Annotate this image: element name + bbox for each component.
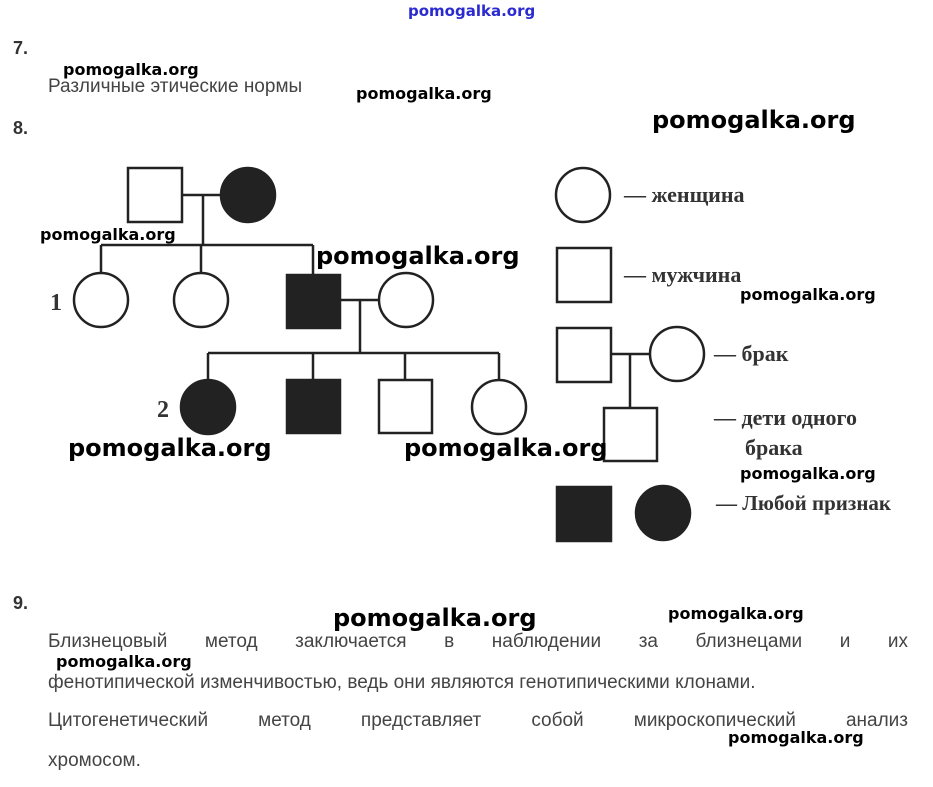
legend-female-label: — женщина [623, 182, 745, 207]
watermark: pomogalka.org [68, 434, 272, 462]
question-8-number: 8. [13, 118, 29, 138]
individual-label: 2 [157, 397, 169, 423]
legend-children-label-2: брака [745, 435, 803, 460]
legend-marriage-male [555, 326, 613, 384]
legend-male-label: — мужчина [623, 262, 741, 287]
watermark: pomogalka.org [404, 434, 608, 462]
legend-child-symbol [602, 406, 659, 463]
watermark: pomogalka.org [56, 652, 192, 671]
watermark: pomogalka.org [333, 604, 537, 632]
male-symbol [377, 378, 434, 435]
female-symbol [377, 271, 435, 329]
affected-female-symbol [179, 378, 237, 436]
watermark: pomogalka.org [408, 2, 536, 20]
question-9-number: 9. [13, 593, 29, 613]
affected-male-symbol [285, 273, 342, 330]
watermark: pomogalka.org [316, 242, 520, 270]
legend-female-symbol [554, 166, 612, 224]
legend-trait-female [634, 484, 692, 542]
affected-male-symbol [285, 378, 342, 435]
watermark: pomogalka.org [63, 60, 199, 79]
legend-trait-male [555, 485, 613, 543]
legend-trait-label: — Любой признак [715, 491, 892, 515]
q9-paragraph-2-line-1: Цитогенетический метод представляет собо… [48, 710, 908, 731]
individual-label: 1 [50, 290, 62, 316]
male-symbol [126, 166, 184, 224]
watermark: pomogalka.org [652, 106, 856, 134]
q9-paragraph-2-line-2: хромосом. [48, 750, 141, 771]
legend-male-symbol [555, 246, 613, 304]
female-symbol [172, 271, 230, 329]
watermark: pomogalka.org [668, 604, 804, 623]
watermark: pomogalka.org [740, 464, 876, 483]
legend-marriage-label: — брак [713, 341, 789, 366]
female-symbol [470, 378, 528, 436]
watermark: pomogalka.org [728, 728, 864, 747]
female-symbol [72, 271, 130, 329]
q9-paragraph-1-line-1: Близнецовый метод заключается в наблюден… [48, 631, 908, 652]
watermark: pomogalka.org [40, 225, 176, 244]
affected-female-symbol [219, 166, 277, 224]
q9-paragraph-1-line-2: фенотипической изменчивостью, ведь они я… [48, 672, 756, 693]
legend-children-label: — дети одного [713, 405, 857, 430]
legend-marriage-female [648, 325, 706, 383]
question-7-number: 7. [13, 38, 29, 58]
watermark: pomogalka.org [740, 285, 876, 304]
question-7-answer: Различные этические нормы [48, 76, 303, 97]
watermark: pomogalka.org [356, 84, 492, 103]
pedigree-diagram: 1 2 — женщина — мужчина — брак — дети од… [50, 166, 892, 543]
